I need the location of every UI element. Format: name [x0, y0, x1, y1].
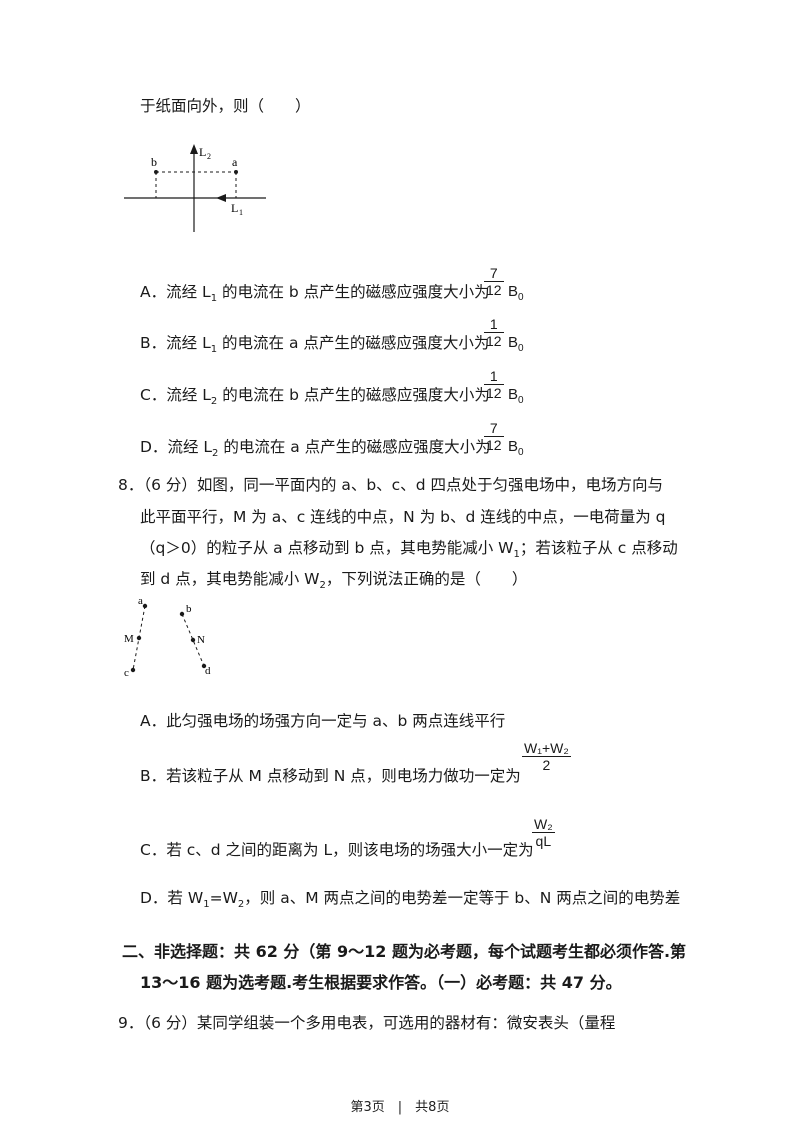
point-a: a: [138, 595, 143, 607]
q7-option-d-unit: B0: [508, 438, 524, 458]
point-N: N: [197, 634, 205, 646]
q9-line-1: 9．（6 分）某同学组装一个多用电表，可选用的器材有：微安表头（量程: [118, 1014, 616, 1032]
point-c: c: [124, 667, 129, 679]
q7-stem-end: 于纸面向外，则（ ）: [140, 97, 311, 115]
L2-label: L: [199, 145, 206, 159]
L2-sub: 2: [207, 152, 211, 161]
q7-option-a: A．流经 L1 的电流在 b 点产生的磁感应强度大小为: [140, 283, 490, 304]
q8-option-d: D．若 W1=W2，则 a、M 两点之间的电势差一定等于 b、N 两点之间的电势…: [140, 889, 681, 910]
point-a-label: a: [232, 155, 238, 169]
q8-line-2: 此平面平行，M 为 a、c 连线的中点，N 为 b、d 连线的中点，一电荷量为 …: [140, 508, 666, 526]
q8-figure: a b M N c d: [124, 595, 211, 679]
L1-sub: 1: [239, 208, 243, 217]
q7-option-b: B．流经 L1 的电流在 a 点产生的磁感应强度大小为: [140, 334, 490, 355]
point-b-label: b: [151, 155, 157, 169]
page-footer: 第3页 | 共8页: [350, 1100, 450, 1115]
section-2-heading-line-2: 13～16 题为选考题.考生根据要求作答。（一）必考题：共 47 分。: [140, 973, 622, 992]
q8-option-a: A．此匀强电场的场强方向一定与 a、b 两点连线平行: [140, 712, 506, 730]
q8-line-1: 8．（6 分）如图，同一平面内的 a、b、c、d 四点处于匀强电场中，电场方向与: [118, 476, 663, 494]
point-b: b: [186, 603, 192, 615]
q7-option-a-unit: B0: [508, 283, 524, 303]
q7-option-c: C．流经 L2 的电流在 b 点产生的磁感应强度大小为: [140, 386, 490, 407]
q7-figure: b a L 2 L 1: [124, 144, 266, 232]
q7-option-b-unit: B0: [508, 334, 524, 354]
section-2-heading-line-1: 二、非选择题：共 62 分（第 9～12 题为必考题，每个试题考生都必须作答.第: [122, 942, 687, 961]
q7-option-d: D．流经 L2 的电流在 a 点产生的磁感应强度大小为: [140, 438, 491, 459]
q8-option-b: B．若该粒子从 M 点移动到 N 点，则电场力做功一定为: [140, 767, 521, 785]
q7-option-c-unit: B0: [508, 386, 524, 406]
point-d: d: [205, 665, 211, 677]
point-M: M: [124, 633, 134, 645]
q8-option-c: C．若 c、d 之间的距离为 L，则该电场的场强大小一定为: [140, 841, 534, 859]
q8-line-4: 到 d 点，其电势能减小 W2，下列说法正确的是（ ）: [140, 570, 528, 591]
q8-line-3: （q＞0）的粒子从 a 点移动到 b 点，其电势能减小 W1；若该粒子从 c 点…: [140, 539, 678, 560]
L1-label: L: [231, 201, 238, 215]
